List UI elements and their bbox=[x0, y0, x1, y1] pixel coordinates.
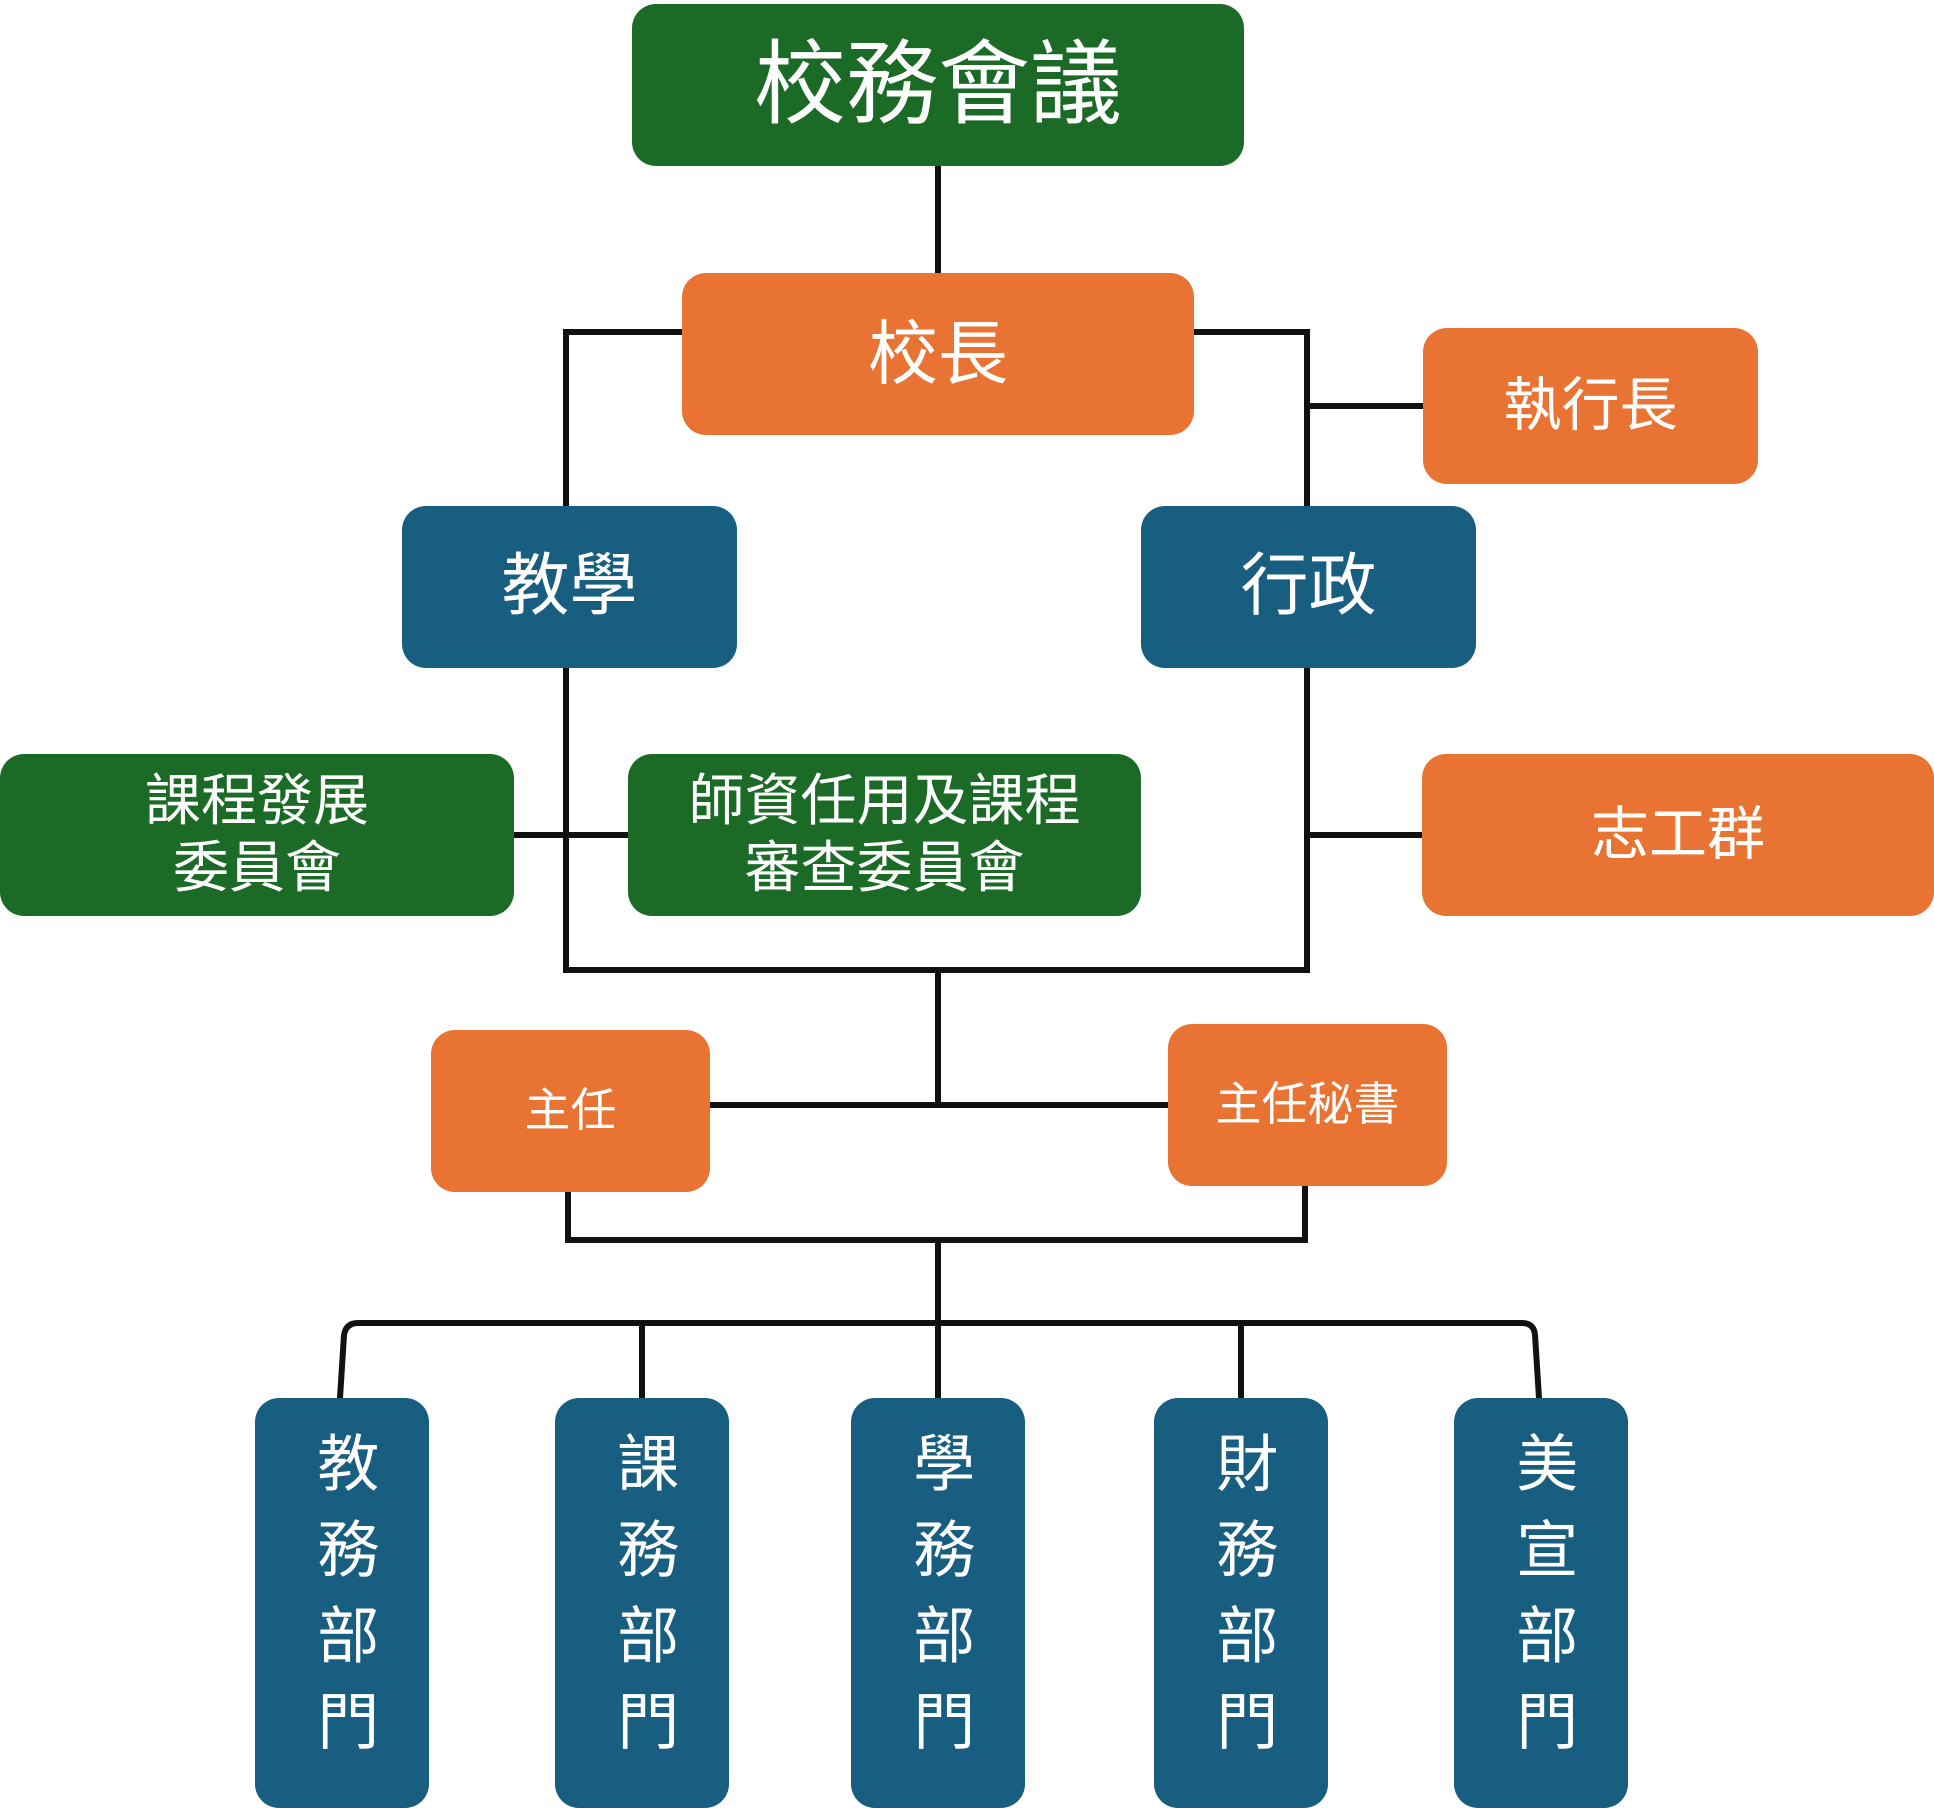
chief-secretary-node: 主任秘書 bbox=[1168, 1024, 1447, 1186]
faculty-committee-node: 師資任用及課程 審查委員會 bbox=[628, 754, 1141, 916]
curriculum-committee-line2: 委員會 bbox=[173, 836, 341, 901]
connector-lower-loop bbox=[565, 1183, 1308, 1243]
department-student-affairs: 學務部門 bbox=[851, 1398, 1025, 1808]
volunteers-node: 志工群 bbox=[1422, 754, 1934, 916]
teaching-node: 教學 bbox=[402, 506, 737, 668]
department-label: 教務部門 bbox=[306, 1431, 380, 1775]
curriculum-committee-line1: 課程發展 bbox=[145, 768, 369, 834]
department-academic-affairs: 教務部門 bbox=[255, 1398, 429, 1808]
department-art-publicity: 美宣部門 bbox=[1454, 1398, 1628, 1808]
principal-node: 校長 bbox=[682, 273, 1194, 435]
faculty-committee-line2: 審查委員會 bbox=[744, 836, 1025, 901]
department-label: 財務部門 bbox=[1205, 1431, 1279, 1775]
administration-node: 行政 bbox=[1141, 506, 1476, 668]
ceo-node: 執行長 bbox=[1423, 328, 1758, 484]
department-label: 課務部門 bbox=[606, 1431, 680, 1775]
connector-dept-bar bbox=[336, 1320, 1543, 1402]
department-label: 美宣部門 bbox=[1505, 1431, 1579, 1775]
department-course-affairs: 課務部門 bbox=[555, 1398, 729, 1808]
faculty-committee-line1: 師資任用及課程 bbox=[688, 768, 1081, 834]
department-label: 學務部門 bbox=[902, 1431, 976, 1775]
director-node: 主任 bbox=[431, 1030, 710, 1192]
department-finance: 財務部門 bbox=[1154, 1398, 1328, 1808]
curriculum-committee-node: 課程發展 委員會 bbox=[0, 754, 514, 916]
school-council-node: 校務會議 bbox=[632, 4, 1244, 166]
